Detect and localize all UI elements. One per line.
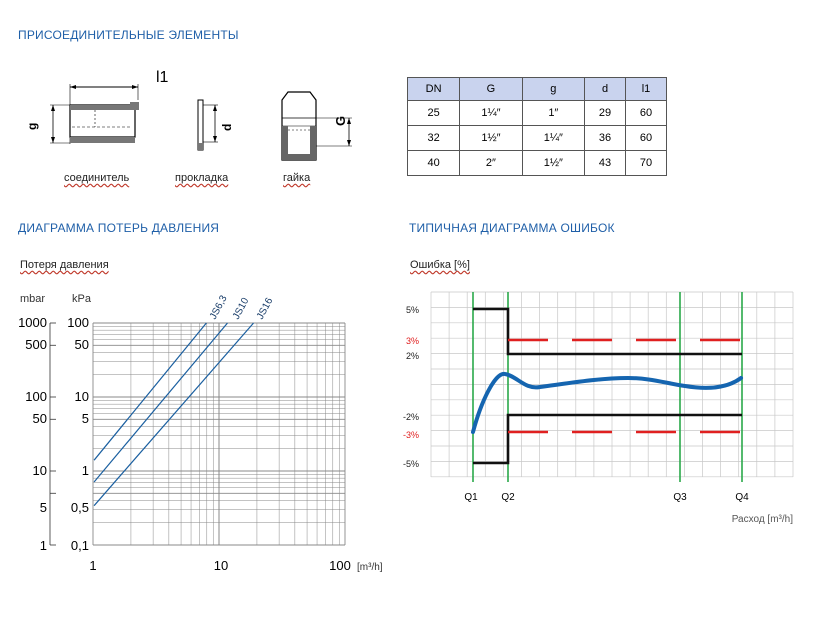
y-label-minus-2: -2% (403, 412, 419, 422)
q-label-q1: Q1 (464, 492, 478, 503)
heading-connection-elements: ПРИСОЕДИНИТЕЛЬНЫЕ ЭЛЕМЕНТЫ (18, 28, 239, 42)
x-tick-labels: 1 10 100 (89, 558, 350, 573)
table-header-cell: l1 (624, 77, 668, 101)
table-cell: 60 (624, 100, 668, 126)
table-cell: 1¼″ (459, 100, 523, 126)
axis-unit-flow: [m³/h] (357, 562, 383, 573)
q-label-q4: Q4 (735, 492, 749, 503)
error-x-axis-label: Расход [m³/h] (732, 514, 794, 525)
nut-drawing (281, 91, 352, 161)
dimensions-table: DN G g d l1 25 1¼″ 1″ 29 60 32 1½″ 1¼″ 3… (406, 77, 668, 176)
y-tick-label: 0,5 (71, 500, 89, 515)
heading-pressure-loss-diagram: ДИАГРАММА ПОТЕРЬ ДАВЛЕНИЯ (18, 221, 220, 235)
connection-drawings: l1 g d G (25, 69, 352, 161)
y-tick-label: 1 (40, 538, 47, 553)
table-cell: 29 (584, 100, 626, 126)
caption-gasket: прокладка (175, 172, 229, 184)
connector-drawing (50, 84, 139, 144)
y-tick-label: 50 (75, 337, 89, 352)
series-line-3 (93, 322, 254, 507)
pressure-chart-series (93, 322, 254, 507)
error-y-labels: 5% 3% 2% -2% -3% -5% (403, 305, 419, 469)
y-tick-label: 50 (33, 411, 47, 426)
heading-error-diagram: ТИПИЧНАЯ ДИАГРАММА ОШИБОК (409, 221, 615, 235)
dimension-g-label: g (25, 123, 39, 130)
x-tick-label: 1 (89, 558, 96, 573)
dimension-d-label: d (220, 124, 234, 131)
error-chart-caption: Ошибка [%] (410, 259, 470, 271)
y-label-3: 3% (406, 336, 419, 346)
y-tick-label: 10 (33, 463, 47, 478)
y-label-minus-5: -5% (403, 459, 419, 469)
y-tick-label: 0,1 (71, 538, 89, 553)
table-row: 32 1½″ 1¼″ 36 60 (406, 125, 668, 151)
table-cell: 43 (584, 150, 626, 176)
lower-error-limit (473, 413, 742, 465)
y-label-minus-3: -3% (403, 430, 419, 440)
table-header-row: DN G g d l1 (406, 77, 668, 101)
axis-unit-kpa: kPa (72, 293, 92, 305)
table-cell: 1″ (521, 100, 586, 126)
y-tick-label: 100 (67, 315, 89, 330)
dimension-l1-label: l1 (156, 69, 169, 86)
y-label-5: 5% (406, 305, 419, 315)
error-chart-grid (430, 291, 794, 478)
table-header-cell: g (521, 77, 586, 101)
table-header-cell: d (584, 77, 626, 101)
y-label-2: 2% (406, 351, 419, 361)
y-tick-label: 500 (25, 337, 47, 352)
caption-nut: гайка (283, 172, 311, 184)
table-cell: 40 (406, 150, 461, 176)
table-cell: 60 (624, 125, 668, 151)
series-label-js16: JS16 (255, 296, 276, 322)
q-label-q3: Q3 (673, 492, 687, 503)
table-cell: 1¼″ (521, 125, 586, 151)
table-cell: 32 (406, 125, 461, 151)
dimension-G-label: G (333, 116, 348, 126)
table-header-cell: G (459, 77, 523, 101)
error-chart-limits (472, 292, 743, 482)
table-cell: 2″ (459, 150, 523, 176)
gasket-drawing (197, 99, 218, 151)
table-row: 40 2″ 1½″ 43 70 (406, 150, 668, 176)
q-label-q2: Q2 (501, 492, 515, 503)
y-tick-label: 1000 (18, 315, 47, 330)
series-label-js6-3: JS6,3 (208, 293, 230, 321)
kpa-tick-labels: 100 50 10 5 1 0,5 0,1 (67, 315, 89, 553)
y-tick-label: 5 (40, 500, 47, 515)
table-cell: 36 (584, 125, 626, 151)
y-tick-label: 100 (25, 389, 47, 404)
x-tick-label: 10 (214, 558, 228, 573)
error-curve (471, 372, 743, 434)
series-labels: JS6,3 JS10 JS16 (208, 293, 276, 321)
error-chart: 5% 3% 2% -2% -3% -5% Q1 Q2 Q3 Q4 Расход … (403, 291, 794, 525)
y-tick-label: 10 (75, 389, 89, 404)
table-row: 25 1¼″ 1″ 29 60 (406, 100, 668, 126)
table-header-cell: DN (406, 77, 461, 101)
table-cell: 25 (406, 100, 461, 126)
mbar-tick-labels: 1000 500 100 50 10 5 1 (18, 315, 47, 553)
axis-unit-mbar: mbar (20, 293, 45, 305)
q-labels: Q1 Q2 Q3 Q4 (464, 492, 749, 503)
table-cell: 70 (624, 150, 668, 176)
table-cell: 1½″ (521, 150, 586, 176)
pressure-loss-chart: mbar kPa [m³/h] 1000 500 100 50 10 5 1 1… (18, 293, 383, 573)
pressure-chart-caption: Потеря давления (20, 259, 109, 271)
table-cell: 1½″ (459, 125, 523, 151)
pressure-chart-grid (49, 322, 346, 546)
x-tick-label: 100 (329, 558, 351, 573)
y-tick-label: 1 (82, 463, 89, 478)
caption-connector: соединитель (64, 172, 130, 184)
series-label-js10: JS10 (231, 296, 252, 322)
y-tick-label: 5 (82, 411, 89, 426)
series-line-1 (93, 322, 207, 461)
upper-error-limit (473, 307, 742, 356)
series-line-2 (93, 322, 228, 483)
